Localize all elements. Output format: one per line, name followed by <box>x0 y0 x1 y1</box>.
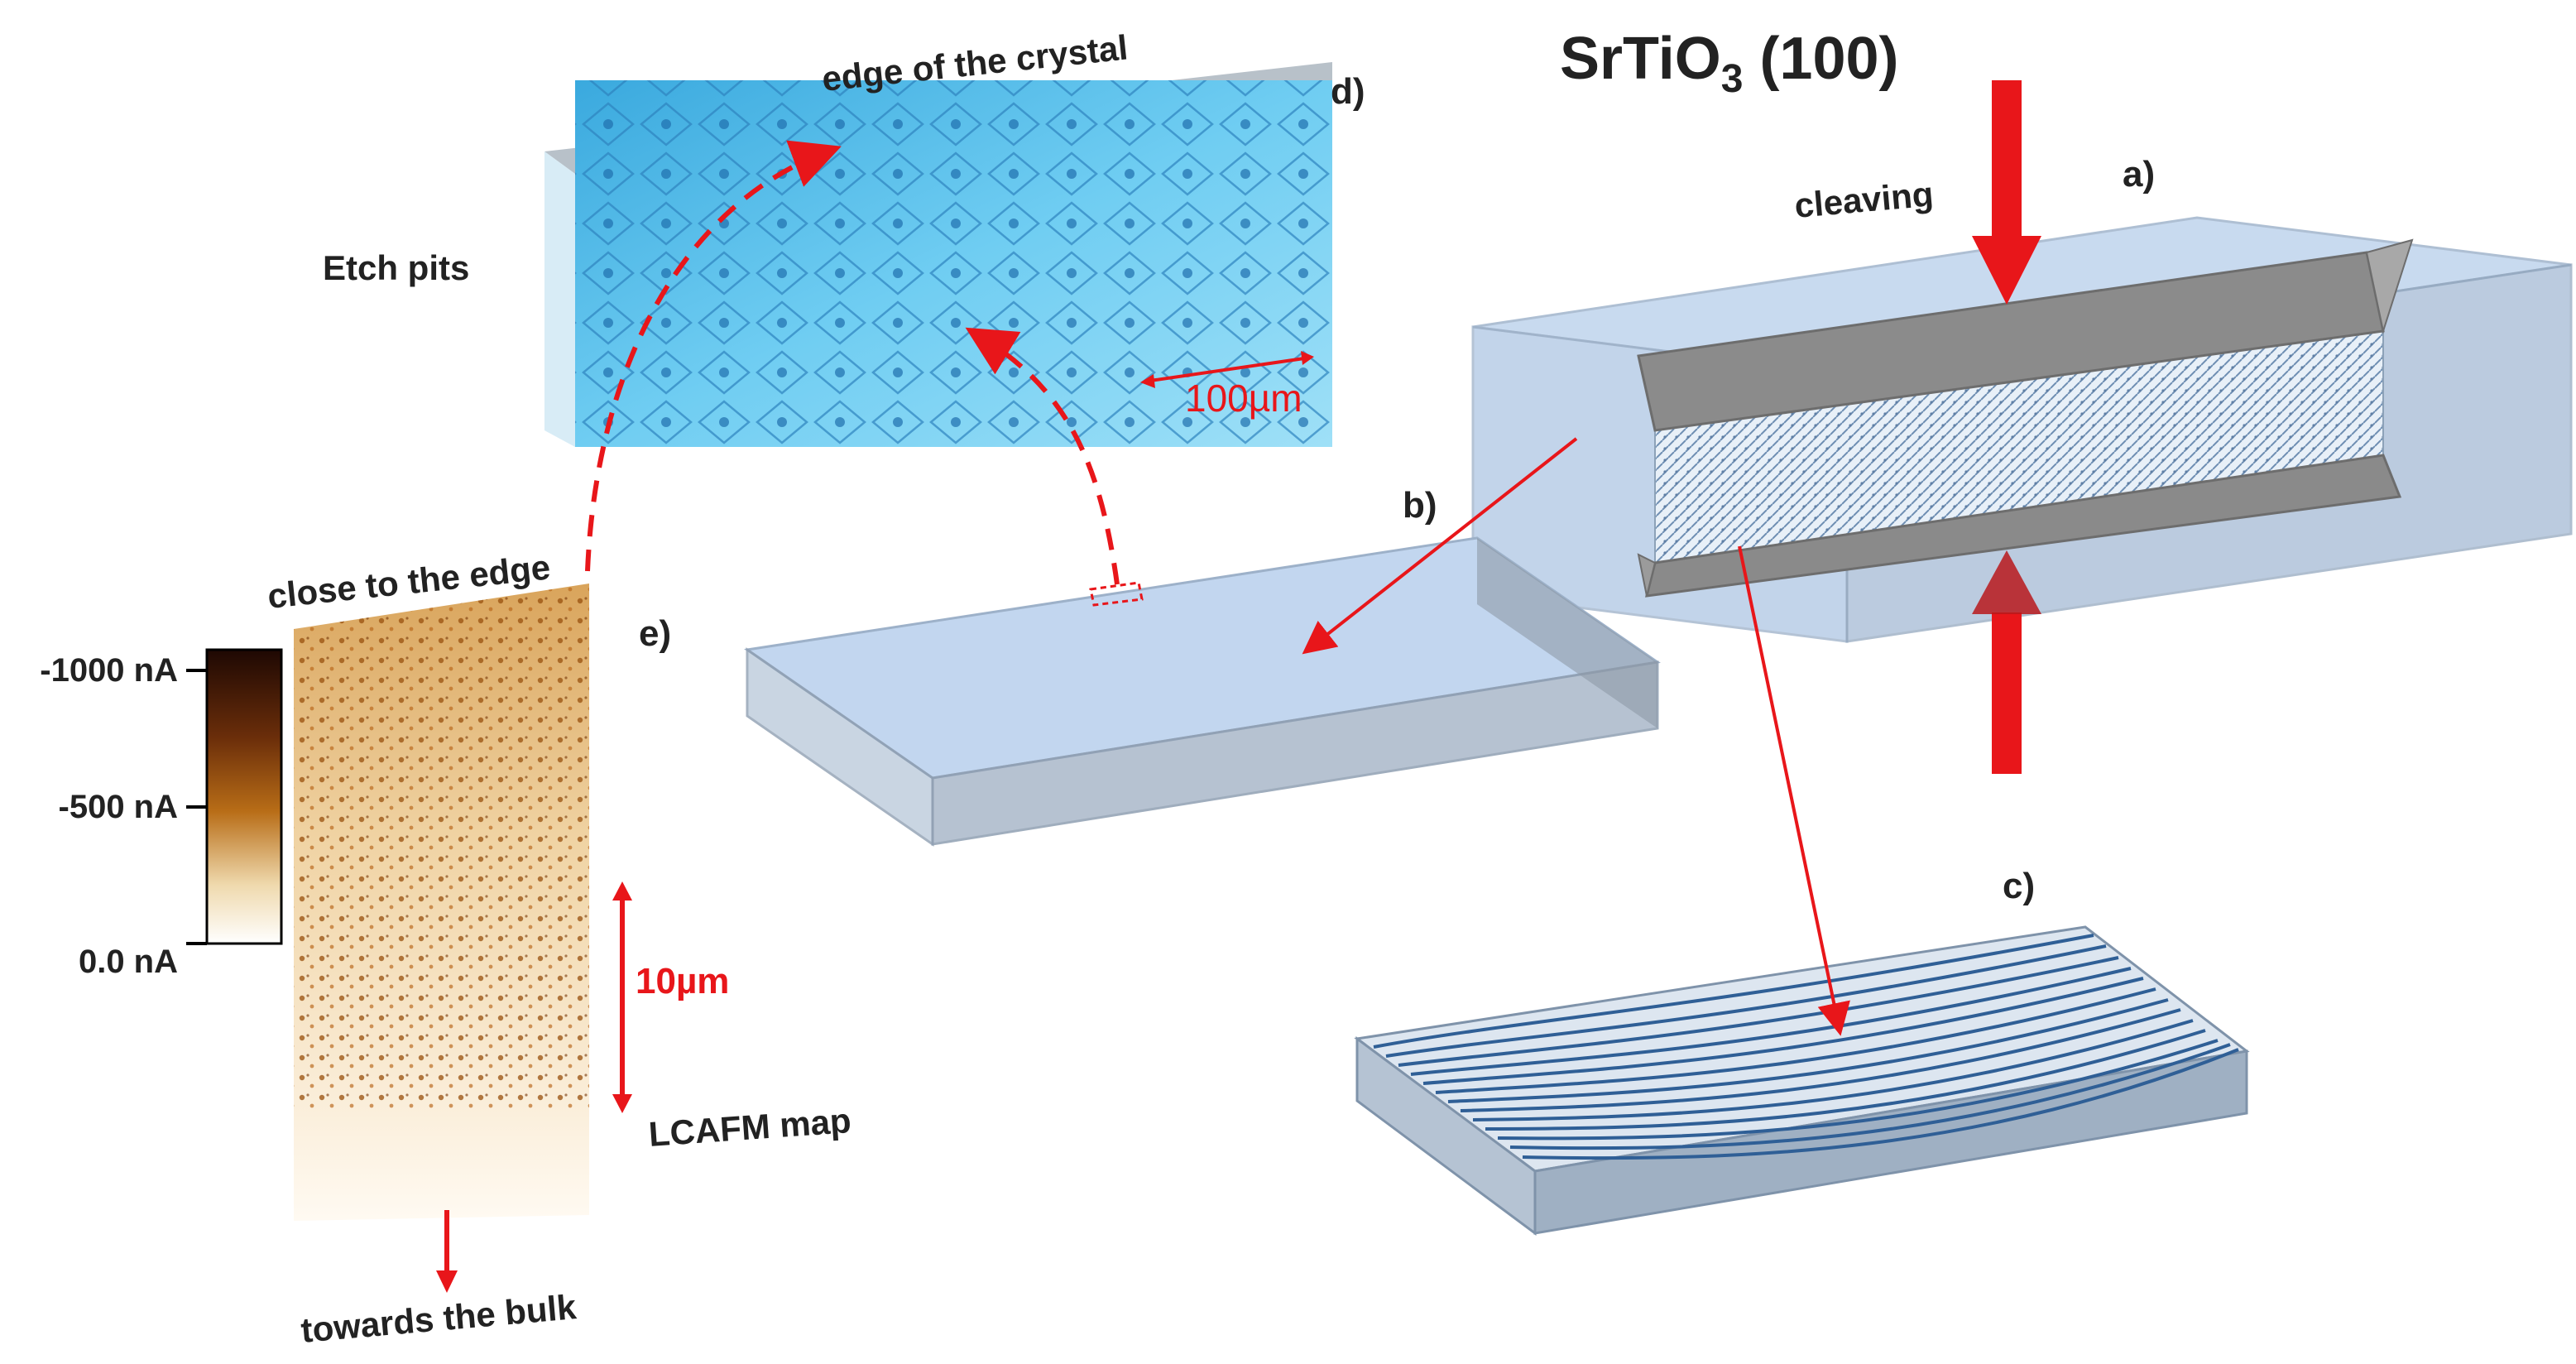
scale-bar-10um-head-top <box>612 881 632 901</box>
colorbar-tick-label-mid: -500 nA <box>59 789 179 825</box>
panel-a-cleaving-setup <box>1471 80 2573 774</box>
figure-title: SrTiO3 (100) <box>1560 26 1899 101</box>
panel-d-etch-pits <box>544 62 1332 447</box>
colorbar-tick-label-bottom: 0.0 nA <box>79 944 178 980</box>
colorbar <box>186 648 283 945</box>
etch-pits-label: Etch pits <box>323 248 469 287</box>
panel-d-label: d) <box>1331 71 1365 112</box>
towards-bulk-arrowhead <box>436 1270 458 1293</box>
etch-pit-texture <box>575 80 1332 447</box>
etch-sample-side-edge <box>544 151 575 447</box>
colorbar-gradient <box>205 648 283 945</box>
scale-10um-label: 10µm <box>636 961 729 1001</box>
plate-back-side <box>1477 538 1657 728</box>
panel-e-label: e) <box>639 613 671 654</box>
arrow-to-panel-c <box>1738 545 1850 1036</box>
panel-c-terrace-surface <box>1354 925 2250 1236</box>
scale-bar-100um-head-left <box>1140 374 1155 388</box>
panel-b-cleaved-plate <box>744 536 1661 847</box>
selected-area-marker <box>1089 581 1144 607</box>
lower-knife-tip <box>1637 553 1657 597</box>
force-arrow-bottom-head <box>1972 550 2041 614</box>
dashed-arrow-to-etch-surface <box>965 327 1120 585</box>
lcafm-map-texture <box>294 584 589 1109</box>
upper-knife-tip <box>2365 238 2414 334</box>
dashed-arrow-to-crystal-edge <box>585 140 842 572</box>
force-arrow-top-shaft <box>1992 80 2022 238</box>
scale-bar-100um <box>1144 356 1311 383</box>
towards-bulk-label: towards the bulk <box>300 1287 578 1350</box>
panel-b-label: b) <box>1403 485 1437 526</box>
force-arrow-bottom-shaft <box>1992 612 2022 774</box>
panel-c-label: c) <box>2003 866 2035 906</box>
lcafm-map-label: LCAFM map <box>647 1101 852 1154</box>
scale-100um-label: 100µm <box>1185 377 1302 420</box>
cleaving-label: cleaving <box>1793 174 1936 224</box>
scale-bar-10um-head-bottom <box>612 1094 632 1113</box>
scale-bar-100um-head-right <box>1301 351 1314 365</box>
force-arrow-top-head <box>1972 236 2041 305</box>
arrow-to-panel-b <box>1302 437 1578 655</box>
terrace-step-lines <box>1373 934 2239 1160</box>
panel-e-lcafm-map <box>294 584 632 1293</box>
colorbar-tick-label-top: -1000 nA <box>40 652 178 689</box>
panel-a-label: a) <box>2123 154 2155 195</box>
